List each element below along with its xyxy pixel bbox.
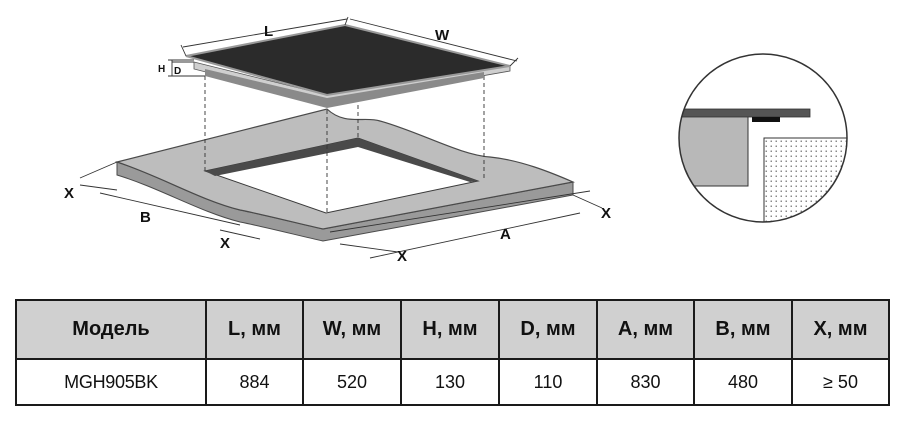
label-clearance-bottom-left: X: [220, 235, 230, 252]
header-l: L, мм: [205, 299, 304, 360]
cell-model: MGH905BK: [15, 358, 207, 406]
cell-h: 130: [400, 358, 500, 406]
cell-b: 480: [693, 358, 793, 406]
header-w: W, мм: [302, 299, 402, 360]
label-depth: D: [174, 66, 181, 77]
hob: [185, 23, 511, 108]
cell-a: 830: [596, 358, 695, 406]
label-clearance-right: X: [601, 205, 611, 222]
table-row: MGH905BK 884 520 130 110 830 480 ≥ 50: [15, 358, 890, 406]
cell-x: ≥ 50: [791, 358, 890, 406]
hob-body: [205, 69, 484, 108]
detail-view: [678, 53, 848, 223]
label-cutout-width: B: [140, 209, 151, 226]
detail-countertop: [679, 115, 749, 187]
label-length: L: [264, 23, 273, 40]
header-b: B, мм: [693, 299, 793, 360]
dimension-lines: [79, 16, 603, 259]
label-clearance-bottom: X: [397, 248, 407, 265]
detail-hob-body: [763, 137, 847, 222]
cell-w: 520: [302, 358, 402, 406]
header-model: Модель: [15, 299, 207, 360]
header-x: X, мм: [791, 299, 890, 360]
detail-glass: [679, 108, 811, 118]
header-h: H, мм: [400, 299, 500, 360]
hob-glass-top: [185, 23, 511, 97]
cell-l: 884: [205, 358, 304, 406]
label-width: W: [435, 27, 450, 44]
header-d: D, мм: [498, 299, 598, 360]
spec-table: Модель L, мм W, мм H, мм D, мм A, мм B, …: [15, 299, 890, 406]
cell-d: 110: [498, 358, 598, 406]
detail-seal: [752, 117, 780, 122]
label-height: H: [158, 64, 165, 75]
table-header-row: Модель L, мм W, мм H, мм D, мм A, мм B, …: [15, 299, 890, 360]
label-cutout-length: A: [500, 226, 511, 243]
cutout-inner-wall: [205, 138, 478, 182]
header-a: A, мм: [596, 299, 695, 360]
countertop: [114, 108, 576, 242]
label-clearance-left: X: [64, 185, 74, 202]
projection-lines: [204, 70, 485, 213]
